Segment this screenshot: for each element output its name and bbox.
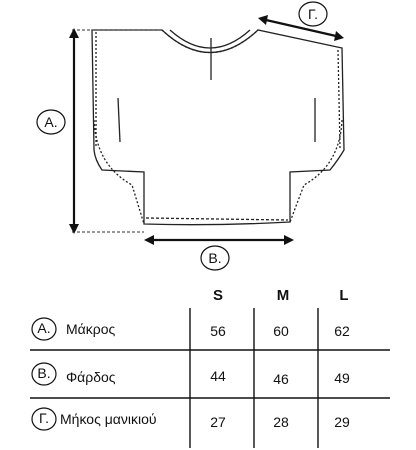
row-label-sleeve: Μήκος μανικιού (60, 411, 157, 427)
marker-length: A. (36, 109, 66, 135)
cell-width-m: 46 (273, 371, 289, 387)
cell-length-l: 62 (334, 323, 350, 339)
size-header-s: S (212, 287, 223, 304)
cell-length-m: 60 (273, 323, 289, 339)
row-marker-length: A. (31, 317, 57, 341)
marker-length-text: A. (44, 114, 57, 130)
cell-width-l: 49 (334, 370, 350, 386)
row-marker-width: B. (31, 362, 57, 386)
cell-sleeve-m: 28 (273, 414, 289, 430)
row-label-width: Φάρδος (66, 369, 116, 385)
sleeve-arrow (258, 15, 344, 41)
cell-sleeve-s: 27 (210, 414, 226, 430)
table-grid (30, 308, 390, 448)
cell-width-s: 44 (210, 368, 226, 384)
row-label-length: Μάκρος (66, 321, 116, 337)
row-marker-width-text: B. (37, 365, 50, 381)
size-header-m: M (276, 287, 290, 304)
row-marker-sleeve-text: Γ. (39, 410, 49, 426)
cell-length-s: 56 (210, 323, 226, 339)
row-marker-sleeve: Γ. (31, 407, 57, 431)
shirt-outline (91, 29, 345, 226)
marker-sleeve: Γ. (298, 1, 328, 27)
marker-sleeve-text: Γ. (308, 6, 318, 22)
length-guides (72, 29, 162, 233)
cell-sleeve-l: 29 (334, 414, 350, 430)
size-header-l: L (339, 287, 349, 304)
length-arrow (69, 28, 79, 234)
marker-width: B. (200, 245, 230, 271)
width-arrow (144, 235, 294, 245)
row-marker-length-text: A. (37, 320, 50, 336)
marker-width-text: B. (208, 250, 221, 266)
